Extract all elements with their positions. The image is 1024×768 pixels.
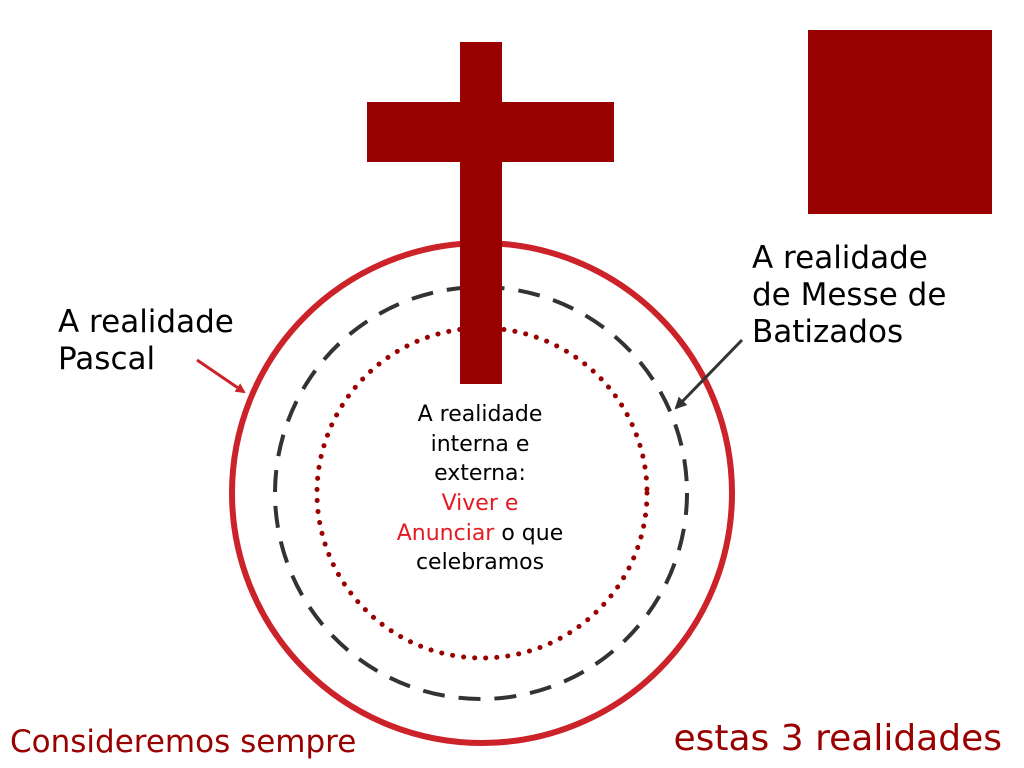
label-batizados-line-3: Batizados xyxy=(752,314,904,351)
middle-circle-batizados xyxy=(273,285,689,701)
label-realidade-pascal: A realidade Pascal xyxy=(58,304,234,378)
inner-line-3: externa: xyxy=(434,461,526,487)
inner-line-4-accent: Viver e xyxy=(441,491,519,517)
label-batizados-line-2: de Messe de xyxy=(752,277,947,314)
inner-line-6: celebramos xyxy=(415,550,545,576)
label-pascal-line-1: A realidade xyxy=(58,304,234,340)
label-batizados-line-1: A realidade xyxy=(752,240,928,276)
label-realidade-batizados: A realidade de Messe de Batizados xyxy=(752,240,946,352)
footer-right-text: estas 3 realidades xyxy=(673,718,1002,759)
red-square-shape xyxy=(808,30,992,214)
footer-left-text: Consideremos sempre xyxy=(10,724,357,760)
cross-icon xyxy=(367,42,614,384)
inner-line-1: A realidade xyxy=(417,402,543,427)
arrow-batizados xyxy=(674,338,744,410)
label-pascal-line-2: Pascal xyxy=(58,341,156,378)
inner-rest-text: o que xyxy=(494,520,564,546)
inner-line-2: interna e xyxy=(430,431,530,457)
arrow-pascal xyxy=(196,358,246,394)
inner-line-5: Anunciar o que xyxy=(370,519,590,549)
label-realidade-interna-externa: A realidade interna e externa: Viver e A… xyxy=(370,400,590,578)
inner-accent-anunciar: Anunciar xyxy=(396,520,495,546)
